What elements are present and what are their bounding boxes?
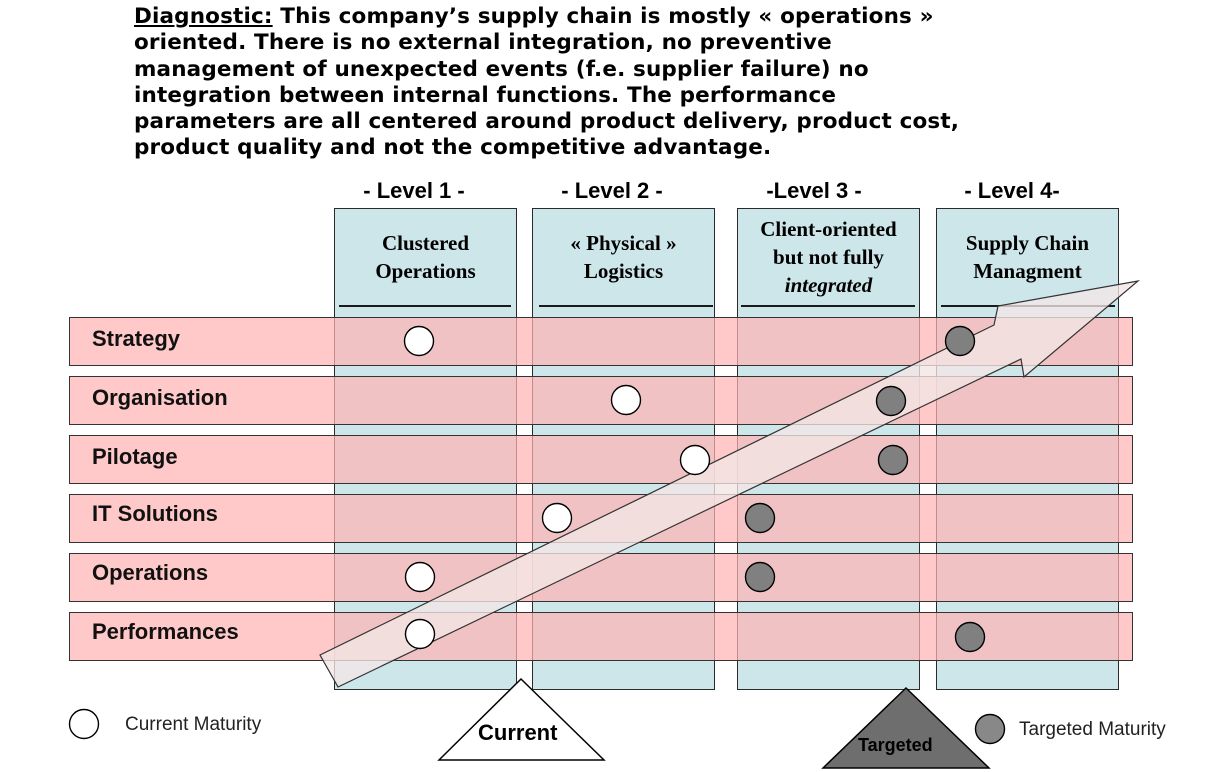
targeted-dot-performances xyxy=(954,621,986,653)
level-2-heading: « Physical » Logistics xyxy=(534,210,713,304)
current-dot-performances xyxy=(404,618,436,650)
current-dot-pilotage xyxy=(679,444,711,476)
current-dot-strategy xyxy=(403,325,435,357)
level-1-heading-line: Operations xyxy=(375,259,476,283)
level-2-underline xyxy=(539,305,713,307)
level-3-underline xyxy=(741,305,915,307)
level-3-heading-line: integrated xyxy=(784,273,873,297)
legend-targeted-label: Targeted Maturity xyxy=(1019,719,1166,740)
targeted-marker-triangle xyxy=(821,686,991,769)
level-2-title: - Level 2 - xyxy=(561,178,663,203)
level-3-heading: Client-oriented but not fully integrated xyxy=(739,210,918,304)
current-marker-label: Current xyxy=(478,720,558,745)
targeted-dot-pilotage xyxy=(877,444,909,476)
row-label-performances: Performances xyxy=(92,619,239,644)
level-1-underline xyxy=(339,305,511,307)
level-1-heading-line: Clustered xyxy=(381,231,470,255)
targeted-marker-label: Targeted xyxy=(858,735,933,755)
progression-arrow xyxy=(319,280,1141,688)
level-3-title: -Level 3 - xyxy=(766,178,862,203)
level-4-heading-line: Managment xyxy=(973,259,1082,283)
level-3-heading-line: Client-oriented xyxy=(760,217,897,241)
row-label-pilotage: Pilotage xyxy=(92,444,178,469)
current-dot-it-solutions xyxy=(541,502,573,534)
row-label-strategy: Strategy xyxy=(92,326,181,351)
targeted-dot-organisation xyxy=(875,385,907,417)
level-1-title: - Level 1 - xyxy=(363,178,465,203)
targeted-dot-operations xyxy=(744,561,776,593)
targeted-dot-strategy xyxy=(944,325,976,357)
row-pilotage xyxy=(69,435,1133,484)
level-4-title: - Level 4- xyxy=(964,178,1060,203)
row-label-it-solutions: IT Solutions xyxy=(92,501,218,526)
level-2-heading-line: Logistics xyxy=(583,259,664,283)
level-3-heading-line: but not fully xyxy=(773,245,884,269)
legend-targeted-dot xyxy=(974,713,1006,745)
row-label-operations: Operations xyxy=(92,560,209,585)
current-dot-organisation xyxy=(610,384,642,416)
current-dot-operations xyxy=(404,561,436,593)
legend-current-dot xyxy=(68,708,100,740)
row-label-organisation: Organisation xyxy=(92,385,228,410)
targeted-dot-it-solutions xyxy=(744,502,776,534)
diagnostic-label: Diagnostic: xyxy=(134,4,273,29)
current-marker-triangle xyxy=(437,677,606,761)
diagnostic-text: Diagnostic: This company’s supply chain … xyxy=(134,4,984,162)
level-2-heading-line: « Physical » xyxy=(570,231,677,255)
diagnostic-body: This company’s supply chain is mostly « … xyxy=(134,4,960,161)
level-4-heading-line: Supply Chain xyxy=(965,231,1090,255)
legend-current-label: Current Maturity xyxy=(125,714,262,735)
